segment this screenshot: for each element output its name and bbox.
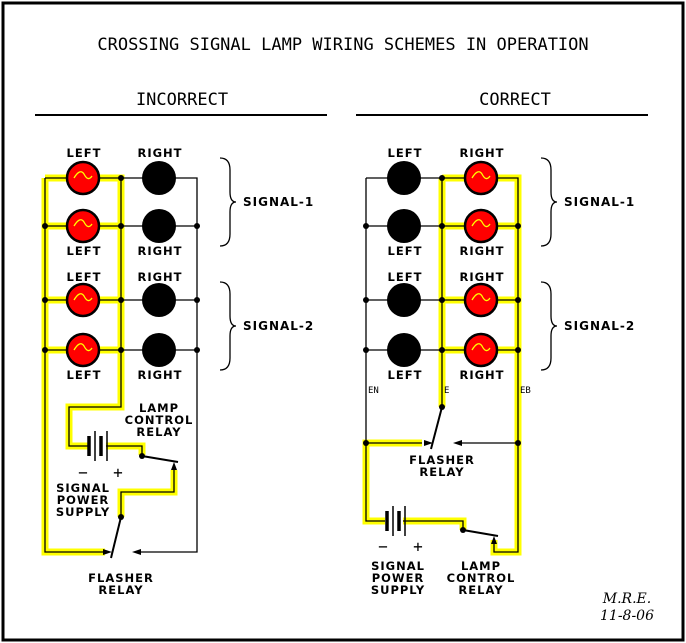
lamp-control-relay-label: CONTROL <box>447 571 516 585</box>
lamp-label: RIGHT <box>137 244 182 258</box>
lamp-right-1 <box>463 160 499 196</box>
lamp-label: RIGHT <box>459 244 504 258</box>
power-supply-label: SUPPLY <box>56 505 110 519</box>
junction-dots <box>363 175 521 446</box>
brace-signal-2 <box>540 281 558 371</box>
terminal-tag: EN <box>368 386 379 396</box>
lamp-control-relay-switch <box>139 453 179 470</box>
battery-minus: − <box>78 463 88 482</box>
lamp-right-3 <box>463 282 499 318</box>
panel-correct: CORRECT <box>356 90 648 597</box>
lamp-control-relay-label: RELAY <box>458 583 503 597</box>
power-supply-label: SIGNAL <box>371 559 425 573</box>
lamp-label: LEFT <box>67 368 102 382</box>
battery-plus: + <box>413 537 423 556</box>
signal-label: SIGNAL-2 <box>243 319 314 333</box>
terminal-tag: E <box>444 386 449 396</box>
lamp-label: RIGHT <box>137 146 182 160</box>
brace-signal-1 <box>540 157 558 247</box>
lamp-control-relay-label: RELAY <box>136 425 181 439</box>
terminal-tag: EB <box>520 386 531 396</box>
lamp-left-2 <box>65 208 101 244</box>
lamp-label: RIGHT <box>137 368 182 382</box>
lamp-label: LEFT <box>388 270 423 284</box>
lamp-label: LEFT <box>388 244 423 258</box>
lamp-control-relay-switch <box>460 527 499 544</box>
brace-signal-2 <box>219 281 237 371</box>
lamp-right-4 <box>463 332 499 368</box>
power-supply-label: SUPPLY <box>371 583 425 597</box>
flasher-relay-label: FLASHER <box>88 571 154 585</box>
lamp-right-1 <box>142 161 176 195</box>
lamp-left-4 <box>65 332 101 368</box>
lamp-right-4 <box>142 333 176 367</box>
flasher-relay-label: RELAY <box>419 465 464 479</box>
signal-label: SIGNAL-1 <box>243 195 314 209</box>
lamp-right-2 <box>142 209 176 243</box>
lamp-left-1 <box>65 160 101 196</box>
flasher-relay-label: RELAY <box>98 583 143 597</box>
panel-heading-correct: CORRECT <box>479 90 551 110</box>
lamp-label: RIGHT <box>459 270 504 284</box>
lamp-control-relay-label: LAMP <box>139 401 179 415</box>
battery-icon <box>385 506 406 536</box>
lamp-label: RIGHT <box>137 270 182 284</box>
panel-incorrect: INCORRECT <box>35 90 327 597</box>
flasher-relay-label: FLASHER <box>409 453 475 467</box>
signature-initials: M.R.E. <box>602 591 651 607</box>
lamp-left-1 <box>387 161 421 195</box>
power-supply-label: POWER <box>57 493 110 507</box>
lamp-left-2 <box>387 209 421 243</box>
diagram-title: CROSSING SIGNAL LAMP WIRING SCHEMES IN O… <box>97 35 588 55</box>
lamp-left-3 <box>387 283 421 317</box>
junction-dots <box>42 175 200 353</box>
brace-signal-1 <box>219 157 237 247</box>
battery-icon <box>87 431 108 461</box>
lamp-control-relay-label: CONTROL <box>125 413 194 427</box>
power-supply-label: POWER <box>372 571 425 585</box>
power-supply-label: SIGNAL <box>56 481 110 495</box>
signal-label: SIGNAL-1 <box>564 195 635 209</box>
battery-minus: − <box>378 537 388 556</box>
flasher-relay-switch <box>103 514 141 559</box>
lamp-right-2 <box>463 208 499 244</box>
lamp-label: LEFT <box>67 244 102 258</box>
flasher-relay-switch <box>424 404 462 450</box>
panel-heading-incorrect: INCORRECT <box>136 90 228 110</box>
lamp-label: LEFT <box>388 368 423 382</box>
lamp-right-3 <box>142 283 176 317</box>
lamp-control-relay-label: LAMP <box>461 559 501 573</box>
lamp-left-3 <box>65 282 101 318</box>
lamp-left-4 <box>387 333 421 367</box>
lamp-label: RIGHT <box>459 146 504 160</box>
lamp-label: LEFT <box>67 270 102 284</box>
lamp-label: LEFT <box>67 146 102 160</box>
lamp-label: LEFT <box>388 146 423 160</box>
battery-plus: + <box>113 463 123 482</box>
lamp-label: RIGHT <box>459 368 504 382</box>
signal-label: SIGNAL-2 <box>564 319 635 333</box>
signature-date: 11-8-06 <box>600 608 654 624</box>
